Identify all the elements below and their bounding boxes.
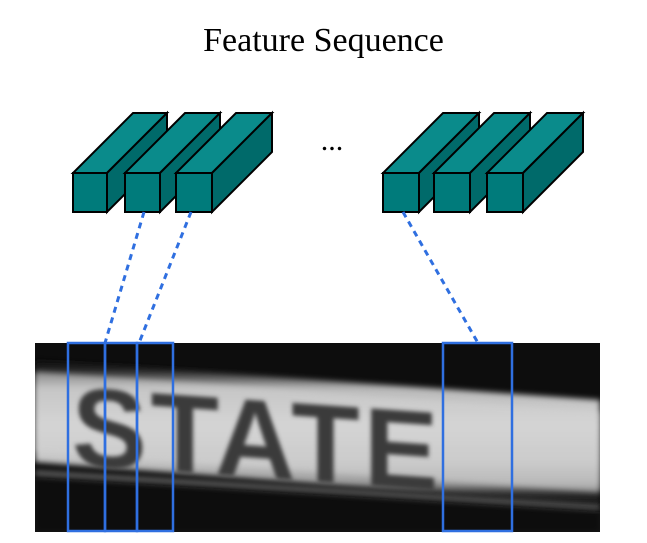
feature-column-6 xyxy=(484,110,586,215)
receptive-field-box-3 xyxy=(135,341,175,533)
connector-line-3 xyxy=(401,211,480,344)
diagram-title: Feature Sequence xyxy=(203,22,444,59)
connector-line-2 xyxy=(137,211,193,344)
feature-column-3 xyxy=(173,110,275,215)
receptive-field-box-4 xyxy=(441,341,514,533)
image-word-text: STATE xyxy=(72,363,442,515)
connector-line-1 xyxy=(103,211,146,344)
input-word-image: STATE xyxy=(35,343,600,532)
sequence-ellipsis: ... xyxy=(320,124,344,157)
